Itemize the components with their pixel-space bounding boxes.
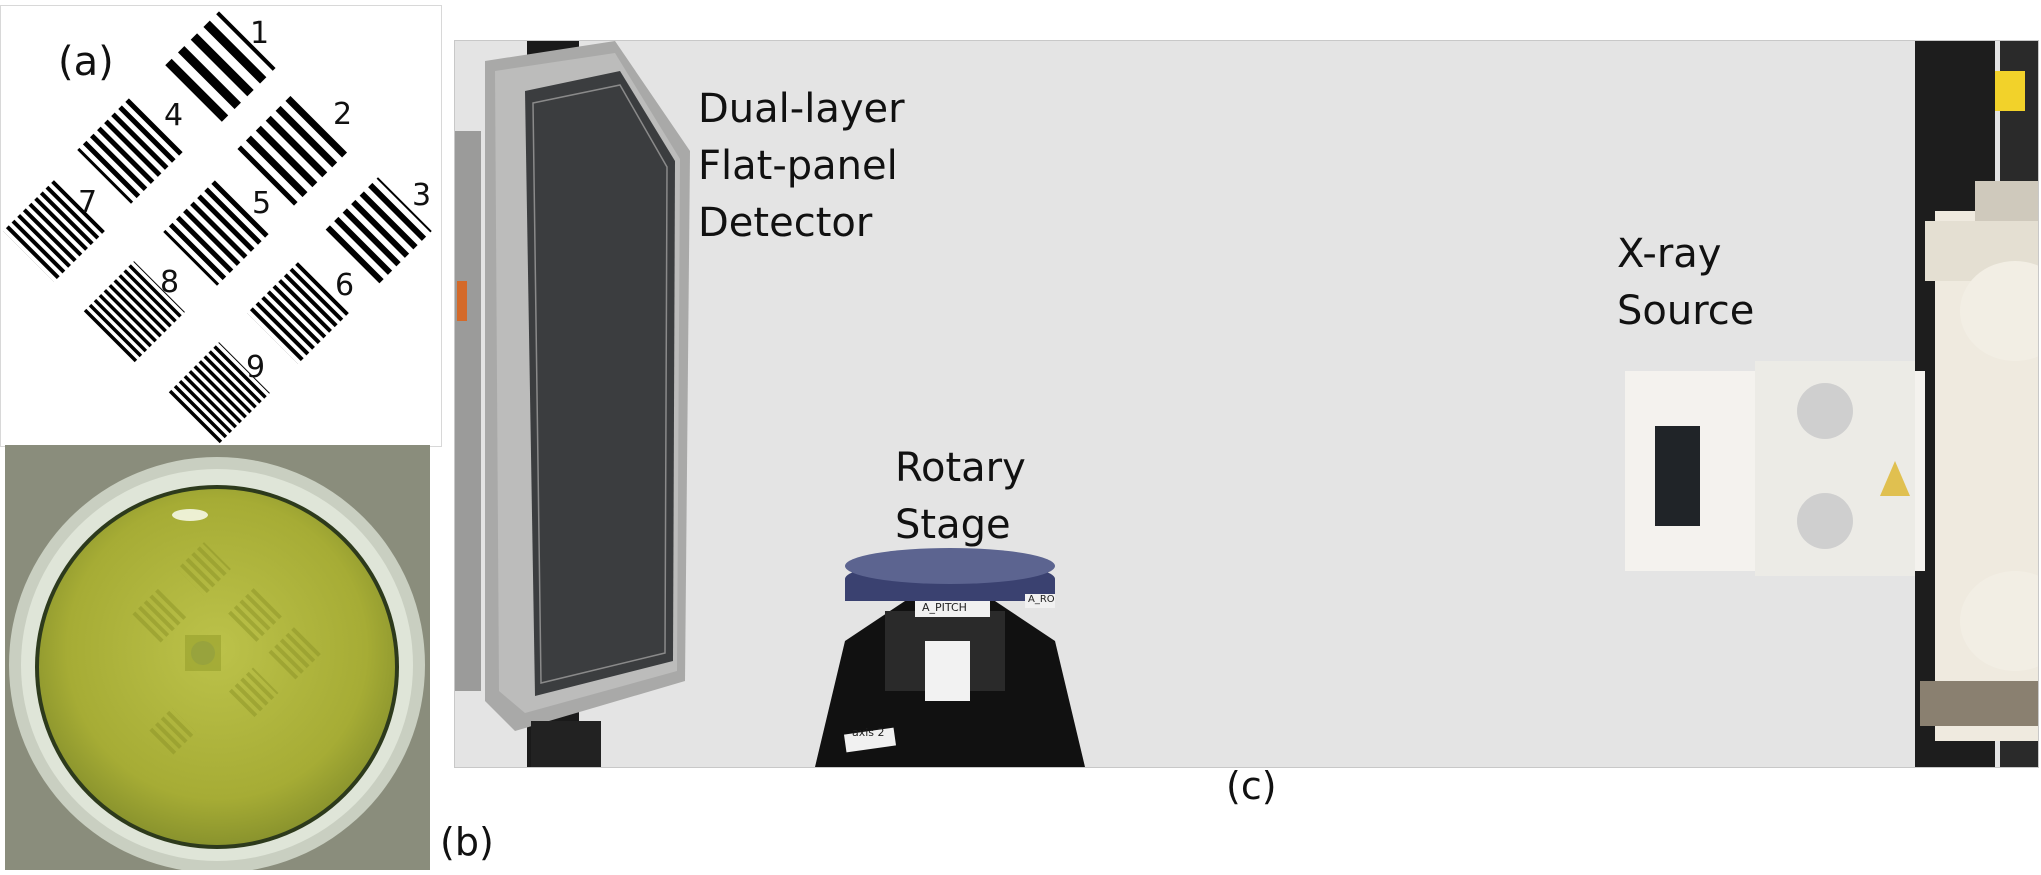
pattern-number-5: 5 bbox=[252, 186, 272, 221]
rotary-stage bbox=[815, 548, 1085, 767]
detector-label-line-2: Flat-panel bbox=[698, 143, 898, 189]
bar-group-2 bbox=[237, 92, 351, 206]
bar-group-4 bbox=[77, 96, 185, 204]
source-label-line-1: X-ray bbox=[1617, 231, 1722, 277]
bar-group-3 bbox=[324, 177, 432, 285]
x-ray-source bbox=[1625, 41, 2038, 767]
panel-a bbox=[0, 5, 442, 447]
bar-group-9 bbox=[168, 342, 270, 444]
detector-label-line-3: Detector bbox=[698, 200, 873, 246]
stage-tag-pitch: A_PITCH bbox=[922, 601, 967, 614]
bar-pattern-diagram bbox=[3, 11, 432, 444]
stage-label-line-2: Stage bbox=[895, 502, 1011, 548]
bar-group-1 bbox=[162, 11, 276, 125]
source-label-line-2: Source bbox=[1617, 288, 1755, 334]
pattern-number-4: 4 bbox=[164, 98, 184, 133]
detector-label-line-1: Dual-layer bbox=[698, 86, 905, 132]
pattern-number-1: 1 bbox=[250, 16, 270, 51]
panel-c-label: (c) bbox=[1226, 764, 1277, 808]
bar-group-7 bbox=[3, 180, 105, 282]
bar-group-5 bbox=[163, 178, 271, 286]
bar-group-6 bbox=[247, 262, 349, 364]
panel-b-photo bbox=[5, 445, 430, 870]
panel-c-photo bbox=[454, 40, 2039, 768]
pattern-number-7: 7 bbox=[78, 185, 98, 220]
pattern-number-8: 8 bbox=[160, 265, 180, 300]
stage-label-line-1: Rotary bbox=[895, 445, 1026, 491]
pattern-number-6: 6 bbox=[335, 268, 355, 303]
pattern-number-2: 2 bbox=[333, 97, 353, 132]
stage-tag-axis: axis 2 bbox=[852, 726, 885, 739]
pattern-number-9: 9 bbox=[246, 350, 266, 385]
bar-group-8 bbox=[83, 261, 185, 363]
panel-b-label: (b) bbox=[440, 820, 494, 864]
flat-panel-detector bbox=[455, 41, 690, 731]
stage-tag-ro: A_RO bbox=[1028, 594, 1055, 605]
panel-a-label: (a) bbox=[58, 39, 114, 85]
pattern-number-3: 3 bbox=[412, 178, 432, 213]
